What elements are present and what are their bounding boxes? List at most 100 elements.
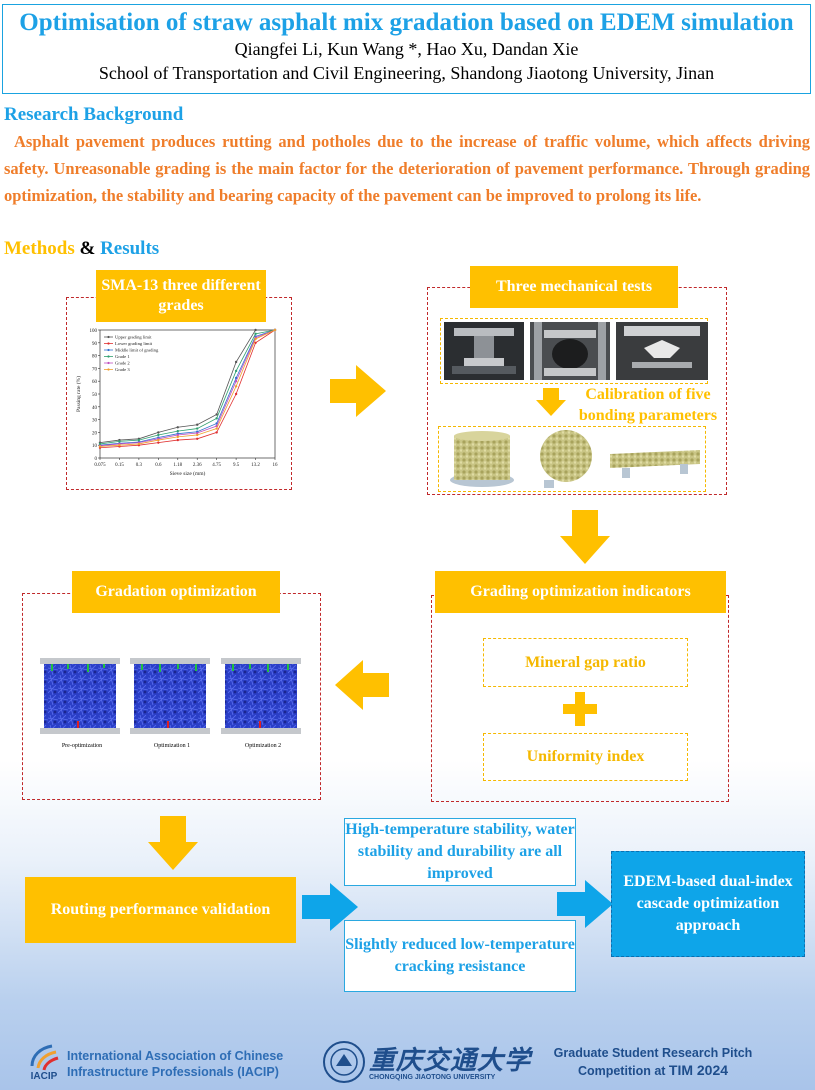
beam-specimen <box>610 450 700 478</box>
series-2-point <box>215 431 218 434</box>
cqjtu-cn-name: 重庆交通大学 <box>369 1046 532 1076</box>
series-line-4 <box>99 329 276 445</box>
arrow-blue-final-icon <box>557 880 613 928</box>
series-1-point <box>176 426 179 429</box>
series-4-point <box>176 429 179 433</box>
series-3-point <box>234 376 238 380</box>
legend-label: Grade 3 <box>115 367 130 372</box>
poster-header: Optimisation of straw asphalt mix gradat… <box>2 4 811 94</box>
series-6-point <box>137 442 141 446</box>
y-tick-label: 20 <box>92 431 98 436</box>
results-word: Results <box>100 238 160 259</box>
series-5-point <box>196 431 199 435</box>
poster-title: Optimisation of straw asphalt mix gradat… <box>19 9 794 36</box>
gradation-opt-label: Gradation optimization <box>72 571 280 613</box>
cqjtu-seal-icon <box>323 1041 365 1083</box>
caption-opt1: Optimization 1 <box>153 743 191 749</box>
arrow-down-small-icon <box>536 388 566 416</box>
series-line-3 <box>99 329 276 446</box>
methods-word: Methods <box>4 238 75 259</box>
model-opt1 <box>130 658 210 734</box>
series-line-2 <box>99 329 276 449</box>
series-4-point <box>254 332 257 336</box>
plus-icon <box>563 692 597 726</box>
iacip-name-line1: International Association of Chinese <box>67 1049 284 1063</box>
model-opt2 <box>221 658 301 734</box>
photo-test-2 <box>530 322 610 380</box>
specimen-models <box>450 430 700 488</box>
series-2-point <box>196 437 199 440</box>
indicator-mineral-gap: Mineral gap ratio <box>483 638 688 687</box>
series-4-point <box>157 433 160 437</box>
x-tick-label: 4.75 <box>212 463 221 468</box>
iacip-logo-text: IACIP <box>30 1071 58 1082</box>
legend-marker <box>107 342 110 345</box>
x-tick-label: 16 <box>273 463 279 468</box>
series-6-point <box>176 435 179 439</box>
x-tick-label: 0.075 <box>94 463 106 468</box>
routing-label: Routing performance validation <box>25 877 296 943</box>
arrow-down-icon <box>560 510 610 564</box>
series-line-1 <box>99 329 275 444</box>
series-6-point <box>215 427 218 430</box>
sma-label: SMA-13 three different grades <box>96 270 266 322</box>
series-4-point <box>137 438 141 442</box>
series-6-point <box>118 444 121 447</box>
pitch-tim: TIM 2024 <box>668 1062 729 1078</box>
ampersand: & <box>79 238 96 259</box>
series-6-point <box>157 438 160 442</box>
y-tick-label: 70 <box>92 367 98 372</box>
series-line-5 <box>99 329 276 447</box>
series-6-point <box>234 385 238 388</box>
series-1-point <box>234 360 238 364</box>
x-tick-label: 0.6 <box>155 463 162 468</box>
series-2-point <box>234 392 238 396</box>
background-heading: Research Background <box>4 104 184 125</box>
disc-specimen <box>540 430 592 488</box>
series-2-point <box>254 341 257 344</box>
x-tick-label: 13.2 <box>251 463 260 468</box>
mech-label: Three mechanical tests <box>470 266 678 308</box>
series-1-point <box>157 431 160 434</box>
result-reduced: Slightly reduced low-temperature crackin… <box>344 920 576 992</box>
legend-label: Grade 1 <box>115 354 130 359</box>
y-tick-label: 30 <box>92 419 98 424</box>
y-tick-label: 100 <box>90 329 98 334</box>
y-axis-label: Passing rate (%) <box>75 376 82 412</box>
iacip-name: International Association of Chinese Inf… <box>67 1048 283 1080</box>
pitch-competition: Graduate Student Research Pitch Competit… <box>548 1045 758 1080</box>
series-4-point <box>118 440 121 443</box>
y-tick-label: 80 <box>92 355 98 360</box>
y-tick-label: 0 <box>95 457 98 462</box>
series-5-point <box>176 433 179 437</box>
final-approach: EDEM-based dual-index cascade optimizati… <box>611 851 805 957</box>
iacip-logo <box>30 1044 59 1071</box>
pitch-line2: Competition at TIM 2024 <box>548 1062 758 1080</box>
specimen-strip <box>438 426 706 492</box>
arrow-blue-right-icon <box>302 883 358 931</box>
series-6-point <box>254 337 257 341</box>
series-1-point <box>196 423 199 426</box>
particle-models <box>40 658 301 734</box>
legend-marker <box>107 368 110 371</box>
legend-label: Lower grading limit <box>115 341 153 346</box>
legend-marker <box>107 348 110 352</box>
x-tick-label: 0.3 <box>136 463 143 468</box>
cylinder-specimen <box>450 431 514 487</box>
series-line-6 <box>99 329 276 447</box>
y-tick-label: 10 <box>92 444 98 449</box>
authors: Qiangfei Li, Kun Wang *, Hao Xu, Dandan … <box>234 39 579 59</box>
indicators-label: Grading optimization indicators <box>435 571 726 613</box>
y-tick-label: 50 <box>92 393 98 398</box>
legend-label: Middle limit of grading <box>115 348 159 353</box>
series-4-point <box>215 417 218 420</box>
legend-marker <box>107 335 110 339</box>
calibration-label: Calibration of five bonding parameters <box>578 386 718 424</box>
series-6-point <box>196 433 199 437</box>
test-photos <box>444 322 708 380</box>
methods-results-heading: Methods & Results <box>4 238 159 260</box>
arrow-right-icon <box>330 365 386 417</box>
arrow-left-icon <box>335 660 389 710</box>
caption-pre: Pre-optimization <box>61 743 103 749</box>
